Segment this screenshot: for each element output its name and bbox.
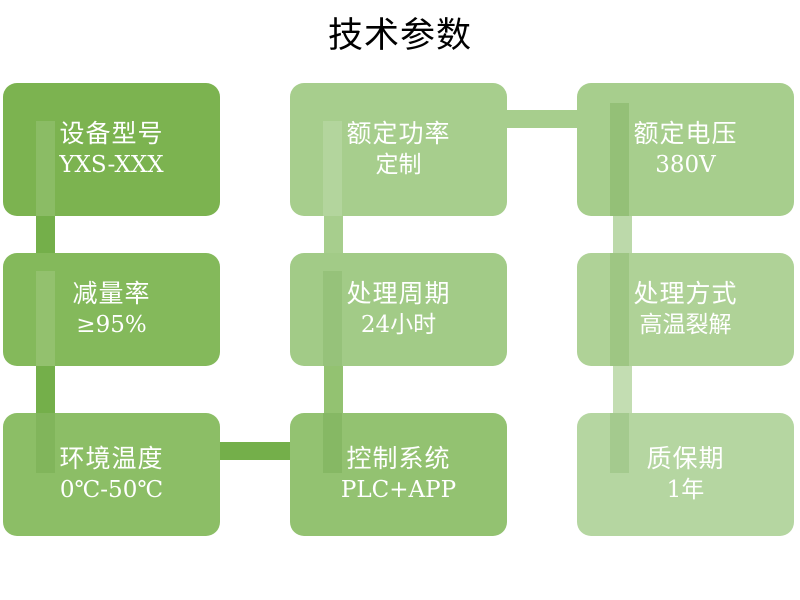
card-title: 质保期 (646, 444, 725, 473)
connector-vertical-col1-row2-row3 (36, 358, 55, 428)
card-value: 高温裂解 (639, 312, 732, 338)
card-rated-voltage[interactable]: 额定电压 380V (577, 83, 794, 216)
card-tab-device-model (36, 121, 55, 216)
card-title: 减量率 (72, 279, 151, 308)
card-value: PLC+APP (340, 477, 457, 503)
card-rated-power[interactable]: 额定功率 定制 (290, 83, 507, 216)
card-title: 处理方式 (633, 279, 738, 308)
card-value: ≥95% (76, 312, 147, 338)
card-title: 控制系统 (346, 444, 451, 473)
card-title: 额定功率 (346, 119, 451, 148)
card-tab-reduction-rate (36, 271, 55, 366)
card-tab-rated-power (323, 121, 342, 216)
card-control-system[interactable]: 控制系统 PLC+APP (290, 413, 507, 536)
card-reduction-rate[interactable]: 减量率 ≥95% (3, 253, 220, 366)
card-treatment-method[interactable]: 处理方式 高温裂解 (577, 253, 794, 366)
connector-vertical-col2-row2-row3 (324, 358, 343, 428)
card-tab-ambient-temperature (36, 413, 55, 473)
card-value: 380V (655, 152, 716, 178)
card-title: 环境温度 (59, 444, 164, 473)
card-title: 额定电压 (633, 119, 738, 148)
card-tab-rated-voltage (610, 103, 629, 216)
card-title: 设备型号 (59, 119, 164, 148)
card-warranty-period[interactable]: 质保期 1年 (577, 413, 794, 536)
card-tab-treatment-cycle (323, 271, 342, 366)
connector-horizontal-row3-col1-col2 (214, 442, 300, 460)
card-tab-warranty-period (610, 413, 629, 473)
card-tab-control-system (323, 413, 342, 473)
card-value: 24小时 (360, 312, 437, 338)
card-title: 处理周期 (346, 279, 451, 308)
card-treatment-cycle[interactable]: 处理周期 24小时 (290, 253, 507, 366)
page-title: 技术参数 (327, 16, 472, 56)
connector-vertical-col3-row2-row3 (613, 358, 632, 428)
card-device-model[interactable]: 设备型号 YXS-XXX (3, 83, 220, 216)
card-ambient-temperature[interactable]: 环境温度 0℃-50℃ (3, 413, 220, 536)
card-value: YXS-XXX (59, 152, 164, 178)
connector-horizontal-row1-col2-col3 (500, 110, 586, 128)
card-value: 0℃-50℃ (59, 477, 164, 503)
card-value: 1年 (666, 477, 705, 503)
card-tab-treatment-method (610, 253, 629, 366)
card-value: 定制 (375, 152, 422, 178)
